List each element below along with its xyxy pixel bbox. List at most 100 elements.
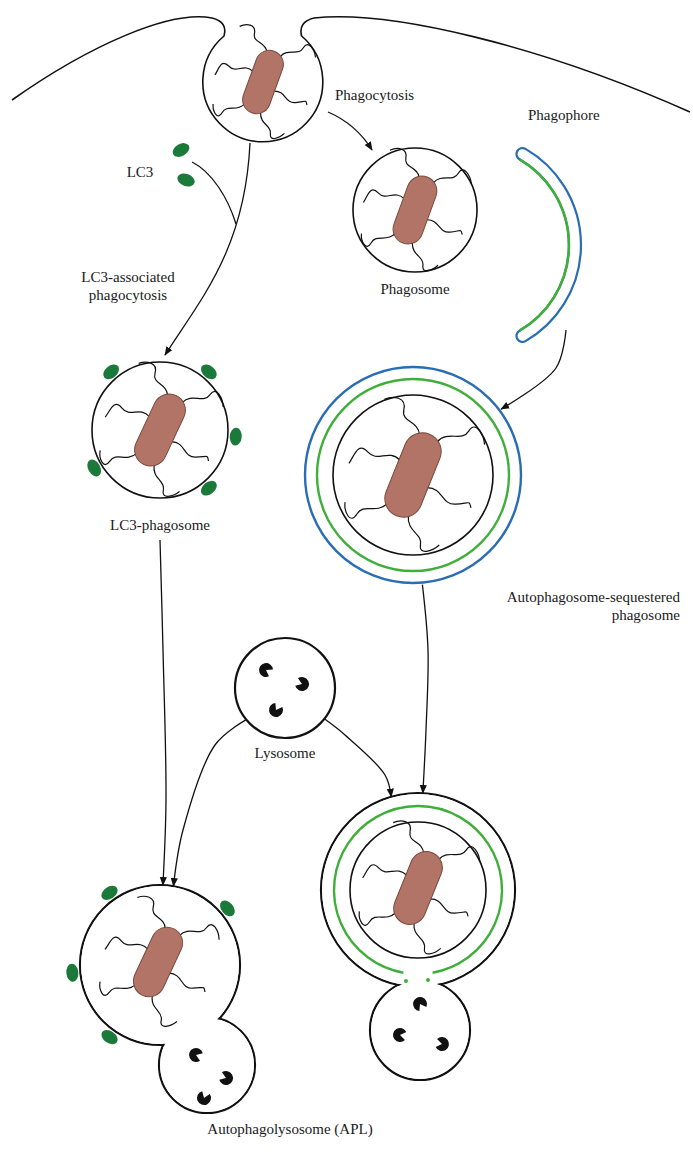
lysosome-membrane <box>235 638 335 738</box>
autophagosome-inner-membrane <box>317 379 509 571</box>
node-shape <box>345 143 485 305</box>
phagophore: Phagophore <box>495 100 655 355</box>
lc3-protein <box>66 963 80 982</box>
bacterium-body <box>129 389 190 472</box>
bacterium <box>86 888 232 1036</box>
node-shape <box>50 785 530 1145</box>
bacterium-body <box>389 172 441 248</box>
process-arrow <box>501 330 566 409</box>
lc3-protein <box>170 140 192 159</box>
flagellum <box>433 162 475 195</box>
lysosomal-enzyme <box>259 663 273 677</box>
bacterium <box>329 388 500 561</box>
lc3-phagosome: LC3-phagosome <box>80 355 245 540</box>
node-label: Phagophore <box>528 106 600 124</box>
node-label: Autophagolysosome (APL) <box>207 1120 372 1138</box>
node-shape <box>495 100 655 355</box>
flagellum <box>280 37 319 68</box>
phagosome-membrane <box>92 362 228 498</box>
flagellum <box>210 94 245 123</box>
process-arrow <box>160 540 166 885</box>
flagellum <box>387 818 432 854</box>
lysosomal-enzyme <box>413 997 427 1011</box>
lysosomal-enzyme <box>197 1091 211 1105</box>
flagellum <box>167 972 206 995</box>
autophagosome-outer-membrane <box>305 367 521 583</box>
lysosome: Lysosome <box>225 636 345 766</box>
node-label: Lysosome <box>255 744 316 762</box>
membrane-fragment <box>426 978 430 982</box>
phagosome-membrane <box>350 822 486 958</box>
phagosome: Phagosome <box>345 143 485 305</box>
lc3-protein <box>217 898 238 920</box>
membrane-outline <box>370 980 470 1080</box>
process-arrow <box>173 720 246 887</box>
flagellum <box>405 923 445 958</box>
lc3-joining-line <box>192 162 236 224</box>
lc3-protein <box>84 457 103 479</box>
flagellum <box>384 146 426 178</box>
membrane-fill <box>371 981 469 1079</box>
autophagosome: Autophagosome-sequestered phagosome <box>300 362 682 632</box>
bacterium <box>201 18 326 145</box>
flagellum <box>130 893 174 929</box>
flagellum <box>131 358 177 395</box>
lc3-protein <box>198 361 220 382</box>
membrane-fill <box>160 1018 254 1112</box>
process-arrow <box>324 719 391 797</box>
process-label: Phagocytosis <box>335 86 414 104</box>
flagellum <box>425 218 463 237</box>
bacterium <box>349 142 483 279</box>
lysosomal-enzyme <box>219 1071 233 1085</box>
lc3-protein <box>175 171 196 188</box>
lc3-protein <box>99 883 121 903</box>
lc3-protein <box>198 478 220 499</box>
phagophore-inner-membrane <box>520 159 569 330</box>
flagellum <box>144 465 185 501</box>
flagellum <box>425 486 473 511</box>
autophagolysosome: Autophagolysosome (APL) <box>50 785 530 1145</box>
flagellum <box>96 439 137 475</box>
flagellum <box>439 837 484 874</box>
phagosome-membrane <box>333 395 493 555</box>
node-label: Phagosome <box>380 280 449 298</box>
bacterium-body <box>379 427 447 523</box>
flagellum <box>272 90 308 108</box>
node-label: Autophagosome-sequestered phagosome <box>480 588 680 624</box>
phagocytosis-arrow <box>328 112 372 150</box>
node-shape <box>80 355 245 540</box>
flagellum <box>377 393 430 435</box>
lysosomal-enzyme <box>436 1037 449 1051</box>
flagellum <box>398 516 445 556</box>
flagellum <box>437 416 489 459</box>
lysosomal-enzyme <box>295 677 309 691</box>
bacterium-body <box>239 46 288 117</box>
membrane-fill <box>322 794 514 986</box>
node-label: LC3-phagosome <box>110 516 210 534</box>
flagellum <box>355 900 395 934</box>
flagellum <box>180 914 224 951</box>
protein-label: LC3 <box>127 163 154 181</box>
bacterium-body <box>389 847 447 930</box>
lysosomal-enzyme <box>393 1028 406 1042</box>
phagophore-membrane <box>516 148 580 342</box>
lc3-associated-phagocytosis-arrow <box>165 143 250 355</box>
flagellum <box>358 223 395 254</box>
lc3-protein <box>99 1027 121 1047</box>
phagosome-membrane <box>353 148 477 272</box>
flagellum <box>96 971 136 1005</box>
lysosomal-enzyme <box>269 703 283 717</box>
membrane-outline <box>321 793 515 987</box>
flagellum <box>340 489 387 529</box>
bacterium <box>86 354 237 507</box>
bacterium <box>345 813 492 963</box>
lysosomal-enzyme <box>189 1048 203 1062</box>
flagellum <box>235 22 274 52</box>
lc3-protein <box>100 361 122 382</box>
bacterium-body <box>128 922 187 1002</box>
process-label: LC3-associated phagocytosis <box>71 268 186 304</box>
cell-membrane <box>12 17 690 142</box>
membrane-fragment <box>404 979 408 983</box>
flagellum <box>182 381 228 419</box>
flagellum <box>405 243 442 274</box>
